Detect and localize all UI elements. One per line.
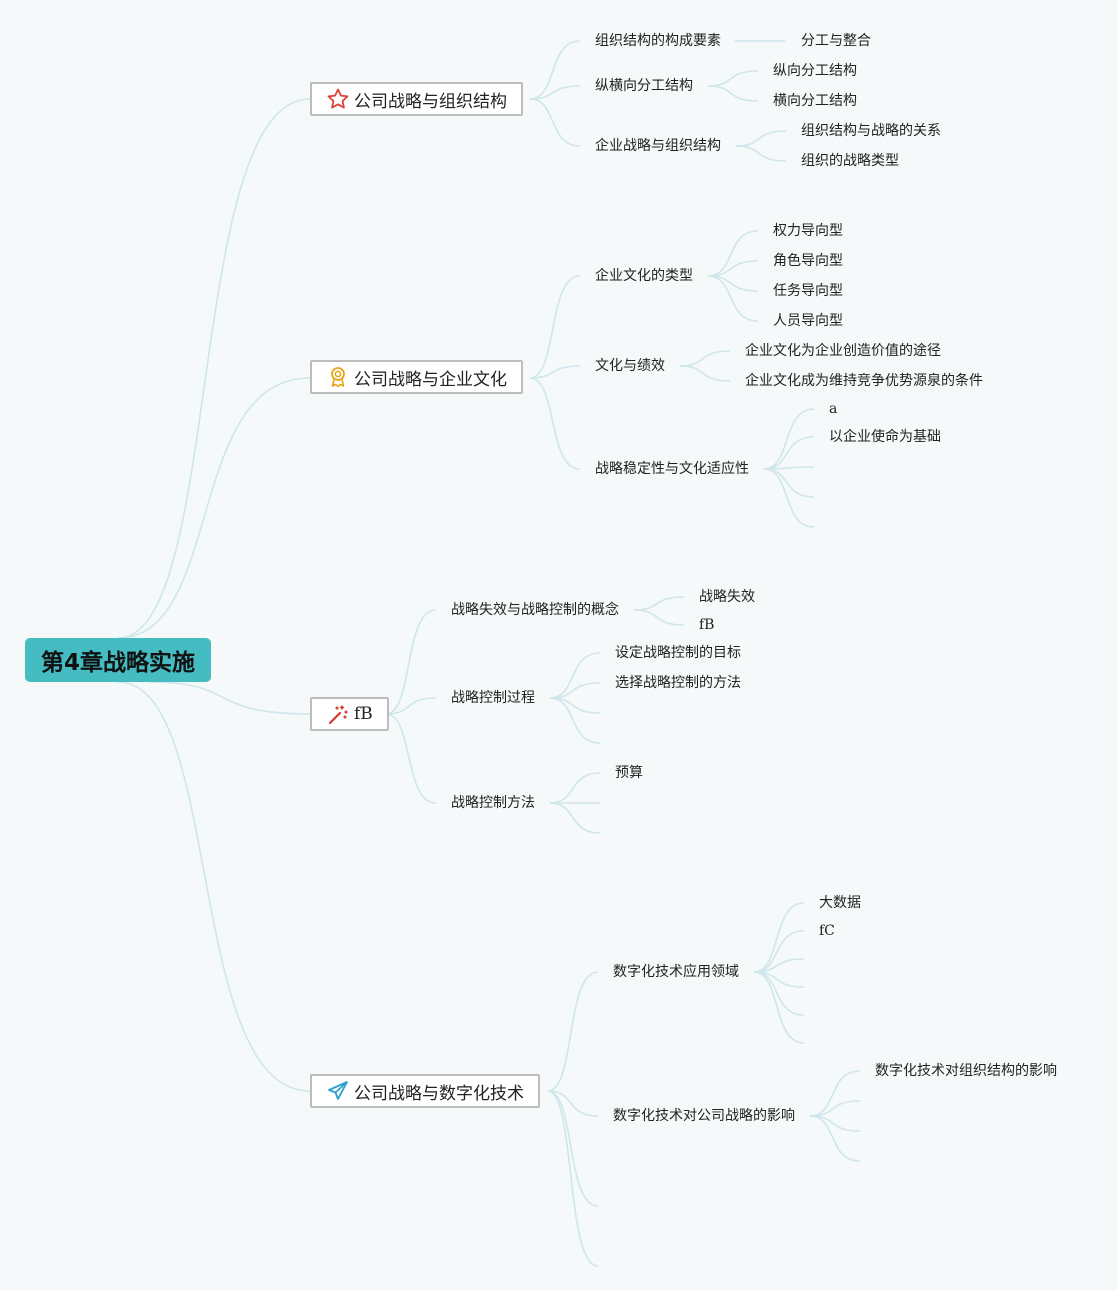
connector-topic-leaf <box>679 365 731 382</box>
connector-branch-topic <box>529 275 581 379</box>
connector-topic-leaf <box>763 468 815 528</box>
connector-topic-leaf <box>549 697 601 744</box>
leaf-digital-org-impact[interactable]: 数字化技术对组织结构的影响 <box>875 1063 1057 1079</box>
connector-topic-leaf <box>763 436 815 470</box>
connector-topic-leaf <box>763 468 815 498</box>
root-topic[interactable]: 第4章战略实施 <box>25 638 211 682</box>
connector-topic-leaf <box>633 609 685 626</box>
branch-label: fB <box>354 704 373 724</box>
leaf-power-oriented[interactable]: 权力导向型 <box>773 223 843 239</box>
leaf-strategy-types[interactable]: 组织的战略类型 <box>801 153 899 169</box>
topic-culture-types[interactable]: 企业文化的类型 <box>595 268 693 284</box>
leaf-task-oriented[interactable]: 任务导向型 <box>773 283 843 299</box>
leaf-vertical-division[interactable]: 纵向分工结构 <box>773 63 857 79</box>
leaf-budget[interactable]: 预算 <box>615 765 643 781</box>
branch-corporate-culture[interactable]: 公司战略与企业文化 <box>310 360 523 394</box>
connector-branch-topic <box>547 971 599 1092</box>
leaf-people-oriented[interactable]: 人员导向型 <box>773 313 843 329</box>
topic-failure-control-concept[interactable]: 战略失效与战略控制的概念 <box>451 602 619 618</box>
topic-culture-performance[interactable]: 文化与绩效 <box>595 358 665 374</box>
branch-label: 公司战略与数字化技术 <box>354 1083 524 1104</box>
connector-topic-leaf <box>707 230 759 277</box>
leaf-fb[interactable]: fB <box>699 617 715 633</box>
connector-branch-topic <box>385 697 437 715</box>
connector-topic-leaf <box>809 1070 861 1117</box>
connector-root-branch <box>117 377 311 639</box>
leaf-set-control-goals[interactable]: 设定战略控制的目标 <box>615 645 741 661</box>
branch-label: 公司战略与企业文化 <box>354 369 507 390</box>
leaf-big-data[interactable]: 大数据 <box>819 895 861 911</box>
leaf-mission-based[interactable]: 以企业使命为基础 <box>829 429 941 445</box>
connector-branch-topic <box>529 98 581 147</box>
leaf-role-oriented[interactable]: 角色导向型 <box>773 253 843 269</box>
connector-branch-topic <box>385 713 437 804</box>
connector-topic-leaf <box>763 408 815 470</box>
connector-topic-leaf <box>735 145 787 162</box>
topic-control-methods[interactable]: 战略控制方法 <box>451 795 535 811</box>
connector-branch-topic <box>547 1090 599 1117</box>
connector-topic-leaf <box>549 652 601 699</box>
connector-topic-leaf <box>707 85 759 102</box>
leaf-strategy-failure[interactable]: 战略失效 <box>699 589 755 605</box>
connector-topic-leaf <box>735 130 787 147</box>
connector-topic-leaf <box>679 350 731 367</box>
connector-topic-leaf <box>753 930 805 973</box>
award-ribbon-icon <box>326 365 350 389</box>
connector-topic-leaf <box>753 971 805 1044</box>
connector-topic-leaf <box>707 70 759 87</box>
leaf-culture-value-creation[interactable]: 企业文化为企业创造价值的途径 <box>745 343 941 359</box>
connector-topic-leaf <box>753 902 805 973</box>
connector-branch-topic <box>547 1090 599 1267</box>
connector-branch-topic <box>385 609 437 715</box>
connector-branch-topic <box>529 40 581 100</box>
connector-topic-leaf <box>633 596 685 611</box>
connector-branch-topic <box>547 1090 599 1207</box>
branch-strategy-control[interactable]: fB <box>310 697 389 731</box>
connector-root-branch <box>117 681 311 1092</box>
leaf-culture-advantage-conditions[interactable]: 企业文化成为维持竞争优势源泉的条件 <box>745 373 983 389</box>
leaf-division-integration[interactable]: 分工与整合 <box>801 33 871 49</box>
leaf-structure-strategy-relation[interactable]: 组织结构与战略的关系 <box>801 123 941 139</box>
topic-org-elements[interactable]: 组织结构的构成要素 <box>595 33 721 49</box>
connector-topic-leaf <box>753 971 805 1016</box>
topic-control-process[interactable]: 战略控制过程 <box>451 690 535 706</box>
connector-topic-leaf <box>549 772 601 804</box>
topic-digital-applications[interactable]: 数字化技术应用领域 <box>613 964 739 980</box>
leaf-choose-control-methods[interactable]: 选择战略控制的方法 <box>615 675 741 691</box>
connector-branch-topic <box>529 365 581 379</box>
leaf-a[interactable]: a <box>829 401 838 417</box>
star-icon <box>326 87 350 111</box>
leaf-horizontal-division[interactable]: 横向分工结构 <box>773 93 857 109</box>
topic-strategy-org[interactable]: 企业战略与组织结构 <box>595 138 721 154</box>
connector-topic-leaf <box>707 275 759 322</box>
topic-division-structure[interactable]: 纵横向分工结构 <box>595 78 693 94</box>
connector-branch-topic <box>529 85 581 100</box>
branch-digital-tech[interactable]: 公司战略与数字化技术 <box>310 1074 540 1108</box>
connector-topic-leaf <box>549 802 601 834</box>
connector-root-branch <box>149 681 311 715</box>
connector-topic-leaf <box>809 1115 861 1162</box>
topic-stability-adaptability[interactable]: 战略稳定性与文化适应性 <box>595 461 749 477</box>
magic-wand-icon <box>326 702 350 726</box>
paper-plane-icon <box>326 1079 350 1103</box>
branch-org-structure[interactable]: 公司战略与组织结构 <box>310 82 523 116</box>
connector-branch-topic <box>529 377 581 470</box>
topic-digital-impact[interactable]: 数字化技术对公司战略的影响 <box>613 1108 795 1124</box>
leaf-fc[interactable]: fC <box>819 923 835 939</box>
connector-root-branch <box>117 98 311 639</box>
branch-label: 公司战略与组织结构 <box>354 91 507 112</box>
